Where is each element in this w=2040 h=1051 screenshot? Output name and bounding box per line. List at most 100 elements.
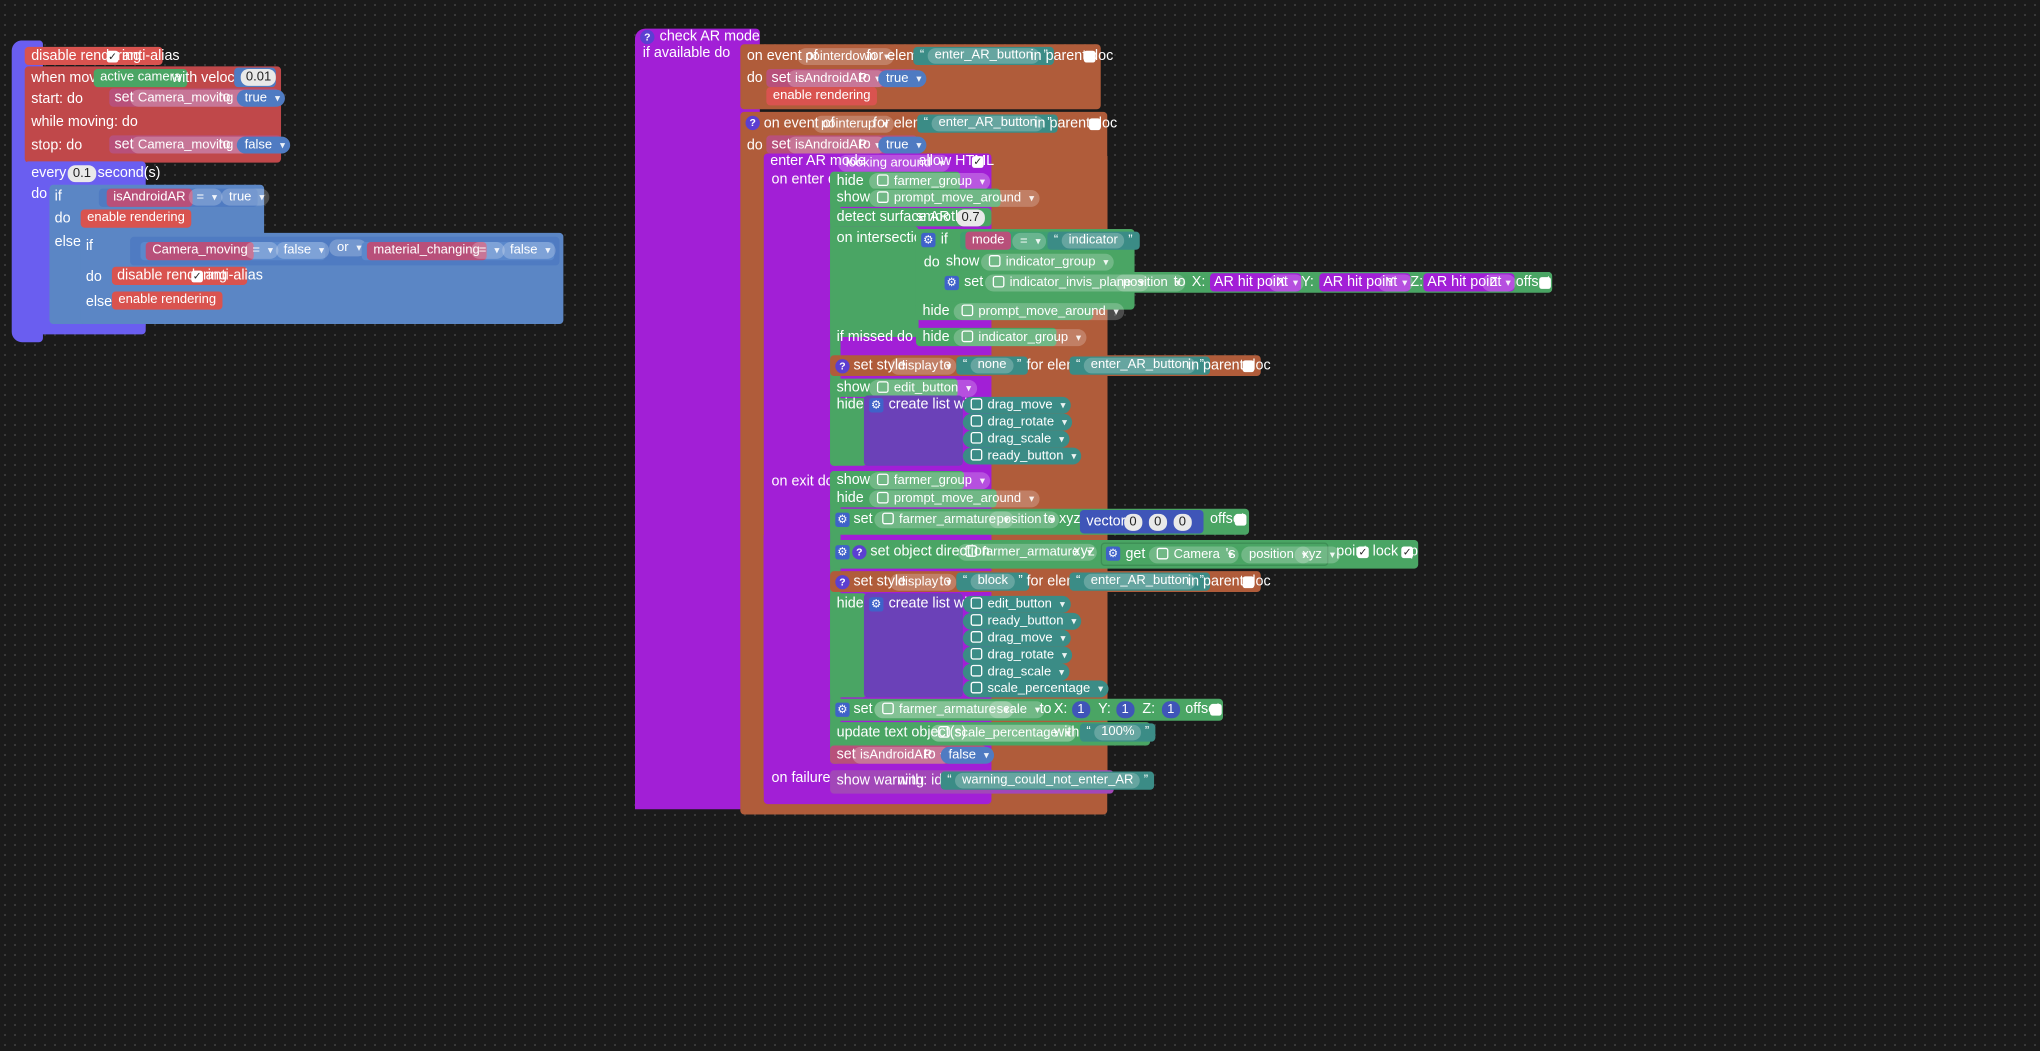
elem-string[interactable]: “enter_AR_button” [1069,572,1211,591]
point-checkbox[interactable]: ✓ [1357,546,1369,559]
list-item[interactable]: ready_button [962,447,1082,465]
list-item[interactable]: drag_move [962,396,1071,414]
gear-icon[interactable]: ⚙ [921,232,936,248]
offset-checkbox[interactable] [1234,513,1247,526]
variable-dropdown[interactable]: Camera_moving [130,89,252,107]
variable-dropdown[interactable]: isAndroidAR [787,70,886,88]
property-dropdown[interactable]: scale [988,701,1046,719]
list-item[interactable]: drag_move [962,629,1071,647]
warning-id-string[interactable]: “warning_could_not_enter_AR” [940,771,1155,790]
variable-dropdown[interactable]: Camera_moving [130,136,252,154]
object-dropdown[interactable]: indicator_group [981,253,1114,271]
vector-x-input[interactable]: 0 [1124,513,1142,531]
help-icon[interactable]: ? [835,359,850,374]
bool-dropdown[interactable]: true [221,188,270,206]
gear-icon[interactable]: ⚙ [835,512,850,527]
help-icon[interactable]: ? [852,545,867,560]
or-dropdown[interactable]: or [329,239,367,257]
vector-y-input[interactable]: 0 [1148,513,1167,531]
list-item[interactable]: drag_scale [962,430,1070,448]
operator-dropdown[interactable]: = [188,188,223,206]
scale-x-input[interactable]: 1 [1072,701,1090,719]
active-camera-value[interactable]: active camera [93,68,188,88]
operator-dropdown[interactable]: = [1012,232,1046,250]
gear-icon[interactable]: ⚙ [869,398,884,413]
object-dropdown[interactable]: farmer_group [869,472,991,490]
offset-checkbox[interactable] [1210,703,1222,716]
object-dropdown[interactable]: indicator_invis_plane [984,274,1150,292]
bool-dropdown[interactable]: false [275,242,330,259]
property-dropdown[interactable]: position [1115,274,1186,292]
help-icon[interactable]: ? [745,115,760,131]
bool-dropdown[interactable]: false [940,746,995,764]
event-dropdown[interactable]: pointerup [813,115,894,133]
anti-alias-checkbox[interactable]: ✓ [191,270,203,283]
object-dropdown[interactable]: farmer_armature [874,701,1015,719]
elem-string[interactable]: “enter_AR_button” [917,114,1059,133]
block-string[interactable]: “block” [956,572,1030,591]
enable-rendering-block[interactable]: enable rendering [766,87,878,106]
parent-doc-checkbox[interactable] [1242,360,1255,373]
object-dropdown[interactable]: prompt_move_around [869,490,1040,508]
hide-list-block[interactable] [830,398,867,466]
material-changing-var[interactable]: material_changing [366,242,487,261]
object-dropdown[interactable]: farmer_armature [957,543,1098,561]
object-dropdown[interactable]: Camera [1148,546,1239,564]
disable-rendering-block[interactable] [24,46,163,66]
variable-dropdown[interactable]: isAndroidAR [852,746,951,764]
percent-string[interactable]: “100%” [1079,723,1156,742]
enable-rendering-block[interactable]: enable rendering [80,209,192,228]
gear-icon[interactable]: ⚙ [869,597,884,612]
bool-dropdown[interactable]: true [878,70,927,88]
bool-dropdown[interactable]: false [502,242,556,259]
offset-checkbox[interactable] [1539,277,1551,289]
list-item[interactable]: edit_button [962,595,1071,613]
variable-dropdown[interactable]: isAndroidAR [787,136,886,154]
list-item[interactable]: ready_button [962,612,1082,630]
list-item[interactable]: drag_scale [962,663,1070,681]
list-item[interactable]: drag_rotate [962,646,1073,664]
list-item[interactable]: drag_rotate [962,413,1073,431]
vector-z-input[interactable]: 0 [1173,513,1192,531]
disable-rendering-block-2[interactable] [111,266,248,285]
axis-dropdown[interactable]: Z [1481,274,1516,292]
ar-mode-dropdown[interactable]: looking around [837,154,950,172]
style-dropdown[interactable]: display [889,357,957,375]
parent-doc-checkbox[interactable] [1083,50,1096,63]
indicator-string[interactable]: “indicator” [1047,231,1140,250]
object-dropdown[interactable]: indicator_group [953,329,1087,347]
lock-up-checkbox[interactable]: ✓ [1401,546,1413,559]
interval-input[interactable]: 0.1 [67,165,97,183]
gear-icon[interactable]: ⚙ [1105,546,1121,561]
parent-doc-checkbox[interactable] [1242,576,1255,589]
list-item[interactable]: scale_percentage [962,680,1109,698]
anti-alias-checkbox[interactable]: ✓ [106,50,119,63]
none-string[interactable]: “none” [956,356,1028,375]
elem-string[interactable]: “enter_AR_button” [913,46,1055,66]
gear-icon[interactable]: ⚙ [944,275,959,291]
scale-y-input[interactable]: 1 [1116,701,1134,719]
xyz-dropdown[interactable]: xyz [1294,546,1341,564]
velocity-input[interactable]: 0.01 [240,68,277,86]
is-android-ar-var[interactable]: isAndroidAR [106,188,193,207]
allow-html-checkbox[interactable]: ✓ [971,156,984,168]
bool-dropdown[interactable]: true [878,136,927,154]
elem-string[interactable]: “enter_AR_button” [1069,356,1211,375]
check-ar-mode-block[interactable] [634,28,760,810]
object-dropdown[interactable]: edit_button [869,379,977,397]
axis-dropdown[interactable]: Y [1377,274,1413,292]
operator-dropdown[interactable]: = [244,242,279,259]
style-dropdown[interactable]: display [889,573,957,591]
axis-dropdown[interactable]: X [1268,274,1304,292]
gear-icon[interactable]: ⚙ [835,545,850,560]
object-dropdown[interactable]: prompt_move_around [869,189,1040,207]
hide-list-block-2[interactable] [830,593,867,698]
bool-dropdown[interactable]: true [236,89,286,107]
smooth-input[interactable]: 0.7 [956,209,985,227]
parent-doc-checkbox[interactable] [1089,118,1101,131]
help-icon[interactable]: ? [835,575,850,590]
gear-icon[interactable]: ⚙ [835,702,850,717]
help-icon[interactable]: ? [640,29,655,45]
object-dropdown[interactable]: prompt_move_around [953,303,1124,321]
operator-dropdown[interactable]: = [470,242,505,259]
